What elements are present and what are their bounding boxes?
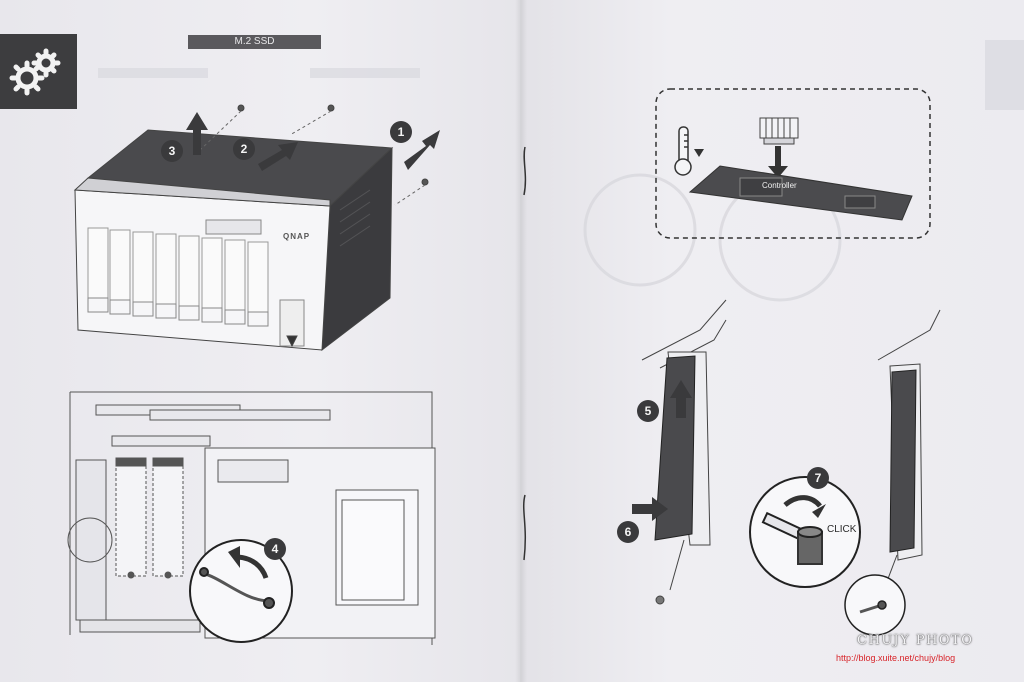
thermometer-icon (674, 126, 692, 176)
section-gears-icon (0, 34, 77, 109)
heatsink-icon (759, 117, 799, 145)
step-badge-3: 3 (161, 140, 183, 162)
arrow-down-icon (768, 146, 788, 178)
click-label: CLICK (827, 524, 857, 535)
screw-detail (844, 574, 906, 636)
screws (199, 104, 429, 206)
arrow-down-small-icon (694, 149, 704, 157)
nas-enclosure (73, 129, 394, 352)
m2-ssd-board (688, 165, 913, 221)
watermark-url: http://blog.xuite.net/chujy/blog (836, 653, 956, 663)
arrow-up-icon (670, 380, 692, 418)
step-badge-7: 7 (807, 467, 829, 489)
heatsink-callout (655, 88, 931, 239)
click-latch-detail (749, 476, 861, 588)
step-badge-5: 5 (637, 400, 659, 422)
ssd-installed (877, 309, 941, 606)
step-badge-1: 1 (390, 121, 412, 143)
gears-icon (9, 48, 61, 96)
step-badge-2: 2 (233, 138, 255, 160)
step-badge-4: 4 (264, 538, 286, 560)
arrow-diagonal-icon (258, 130, 440, 171)
ssd-insertion (641, 299, 727, 605)
controller-label: Controller (762, 181, 797, 190)
arrow-right-icon (632, 497, 668, 521)
latch-detail (189, 539, 293, 643)
arrow-up-icon (186, 112, 208, 155)
watermark-title: CHUJY PHOTO (857, 633, 974, 648)
step-badge-6: 6 (617, 521, 639, 543)
section-tab-m2-ssd: M.2 SSD (188, 35, 321, 49)
binding-stitch (522, 146, 527, 561)
brand-logo-text: QNAP (283, 232, 311, 241)
